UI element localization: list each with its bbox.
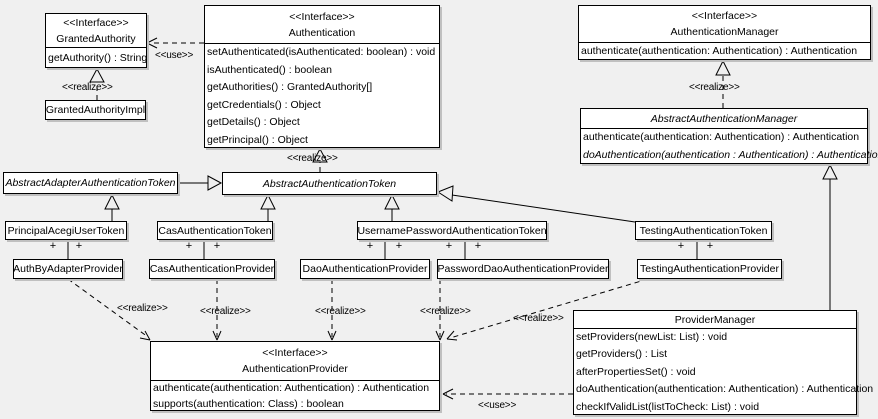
class-box-authentication-manager: <<Interface>> AuthenticationManager auth…	[578, 5, 871, 60]
class-box-cas-authentication-token: CasAuthenticationToken	[157, 221, 273, 240]
use-label: <<use>>	[478, 400, 517, 411]
class-name: DaoAuthenticationProvider	[302, 263, 428, 275]
class-name: Authentication	[288, 26, 356, 39]
class-box-testing-authentication-token: TestingAuthenticationToken	[635, 221, 772, 240]
class-name: AuthenticationProvider	[242, 363, 348, 375]
association-end-plus: +	[706, 240, 714, 252]
method: getPrincipal() : Object	[207, 133, 308, 146]
class-name: UsernamePasswordAuthenticationToken	[357, 224, 547, 237]
association-end-plus: +	[395, 240, 403, 252]
class-box-provider-manager: ProviderManager setProviders(newList: Li…	[573, 310, 874, 415]
association-end-plus: +	[474, 240, 482, 252]
method: afterPropertiesSet() : void	[576, 365, 696, 378]
method: setAuthenticated(isAuthenticated: boolea…	[207, 46, 436, 58]
class-name: ProviderManager	[674, 313, 756, 326]
class-box-principal-acegi-user-token: PrincipalAcegiUserToken	[5, 221, 127, 240]
class-box-authentication: <<Interface>> Authentication setAuthenti…	[204, 5, 440, 148]
realize-label: <<realize>>	[287, 153, 338, 164]
association-end-plus: +	[75, 240, 83, 252]
realize-label: <<realize>>	[315, 306, 366, 317]
association-end-plus: +	[213, 240, 221, 252]
class-name: AbstractAuthenticationToken	[262, 177, 397, 190]
association-end-plus: +	[49, 240, 57, 252]
class-stereotype: <<Interface>>	[691, 10, 758, 22]
method: checkIfValidList(listToCheck: List) : vo…	[576, 400, 760, 413]
method: authenticate(authentication: Authenticat…	[581, 45, 858, 57]
class-name: TestingAuthenticationProvider	[640, 263, 779, 275]
class-name: PasswordDaoAuthenticationProvider	[437, 263, 609, 275]
class-stereotype: <<Interface>>	[262, 347, 328, 359]
class-box-granted-authority-impl: GrantedAuthorityImpl	[45, 100, 146, 120]
class-name: CasAuthenticationToken	[158, 224, 272, 237]
method: doAuthentication(authentication: Authent…	[576, 383, 874, 396]
class-box-granted-authority: <<Interface>> GrantedAuthority getAuthor…	[45, 13, 147, 68]
class-box-username-password-authentication-token: UsernamePasswordAuthenticationToken	[357, 221, 547, 240]
association-end-plus: +	[366, 240, 374, 252]
class-box-testing-authentication-provider: TestingAuthenticationProvider	[637, 259, 782, 279]
class-box-authentication-provider: <<Interface>> AuthenticationProvider aut…	[150, 341, 440, 411]
class-box-cas-authentication-provider: CasAuthenticationProvider	[149, 259, 275, 279]
class-name: CasAuthenticationProvider	[149, 263, 275, 275]
method: isAuthenticated() : boolean	[207, 63, 332, 76]
association-end-plus: +	[445, 240, 453, 252]
realize-label: <<realize>>	[689, 82, 740, 93]
class-name: TestingAuthenticationToken	[639, 224, 768, 237]
class-name: GrantedAuthorityImpl	[45, 104, 146, 116]
class-box-abstract-adapter-authentication-token: AbstractAdapterAuthenticationToken	[3, 172, 178, 194]
method: getAuthority() : String	[48, 52, 148, 64]
class-name: PrincipalAcegiUserToken	[7, 224, 125, 237]
association-end-plus: +	[677, 240, 685, 252]
class-name: AuthByAdapterProvider	[13, 263, 123, 275]
method: getProviders() : List	[576, 348, 668, 361]
class-box-auth-by-adapter-provider: AuthByAdapterProvider	[13, 259, 123, 279]
association-end-plus: +	[185, 240, 193, 252]
class-name: AbstractAuthenticationManager	[650, 112, 798, 125]
class-name: GrantedAuthority	[56, 32, 136, 45]
realize-label: <<realize>>	[420, 306, 471, 317]
method: setProviders(newList: List) : void	[576, 331, 728, 343]
realize-label: <<realize>>	[62, 82, 113, 93]
method: supports(authentication: Class) : boolea…	[153, 397, 344, 410]
class-name: AuthenticationManager	[670, 26, 779, 38]
class-name: AbstractAdapterAuthenticationToken	[5, 177, 176, 189]
class-box-abstract-authentication-manager: AbstractAuthenticationManager authentica…	[580, 108, 878, 164]
method: getDetails() : Object	[207, 116, 300, 128]
class-stereotype: <<Interface>>	[289, 10, 355, 23]
class-stereotype: <<Interface>>	[63, 16, 129, 29]
method: authenticate(authentication: Authenticat…	[153, 382, 430, 394]
class-box-abstract-authentication-token: AbstractAuthenticationToken	[222, 172, 437, 195]
method: getAuthorities() : GrantedAuthority[]	[207, 81, 373, 93]
use-label: <<use>>	[155, 50, 194, 61]
method: authenticate(authentication: Authenticat…	[583, 131, 860, 143]
class-box-password-dao-authentication-provider: PasswordDaoAuthenticationProvider	[437, 259, 609, 279]
gen-edge-testingtoken	[451, 194, 636, 223]
class-box-dao-authentication-provider: DaoAuthenticationProvider	[300, 259, 430, 279]
realize-label: <<realize>>	[200, 306, 251, 317]
method: getCredentials() : Object	[207, 98, 321, 111]
realize-label: <<realize>>	[513, 313, 564, 324]
realize-label: <<realize>>	[117, 303, 168, 314]
method: doAuthentication(authentication : Authen…	[583, 148, 878, 161]
